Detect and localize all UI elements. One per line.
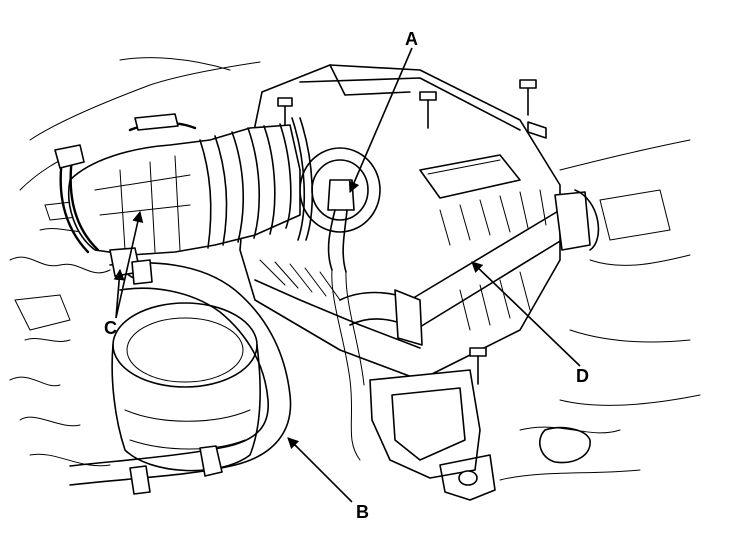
callout-leaders xyxy=(113,47,581,503)
leader-line-a xyxy=(348,47,413,194)
intake-air-duct xyxy=(54,113,314,256)
bolt-icon xyxy=(519,79,547,139)
bolt-icon xyxy=(419,91,437,129)
leader-line-c1 xyxy=(115,210,144,319)
intake-resonator xyxy=(369,369,496,501)
bolts xyxy=(277,79,547,385)
crankcase-breather-hose xyxy=(339,189,600,346)
leader-line-b xyxy=(287,437,353,503)
engine-bay-background xyxy=(9,57,701,481)
leader-line-d xyxy=(471,261,581,367)
fluid-reservoir xyxy=(111,302,261,472)
callout-b: B xyxy=(356,502,369,522)
sensor-wiring xyxy=(331,269,365,461)
leader-line-c2 xyxy=(113,268,125,319)
callout-a: A xyxy=(405,29,418,49)
callout-d: D xyxy=(576,366,589,386)
bolt-icon xyxy=(469,347,487,385)
callout-c: C xyxy=(104,318,117,338)
breather-hose xyxy=(69,262,292,495)
